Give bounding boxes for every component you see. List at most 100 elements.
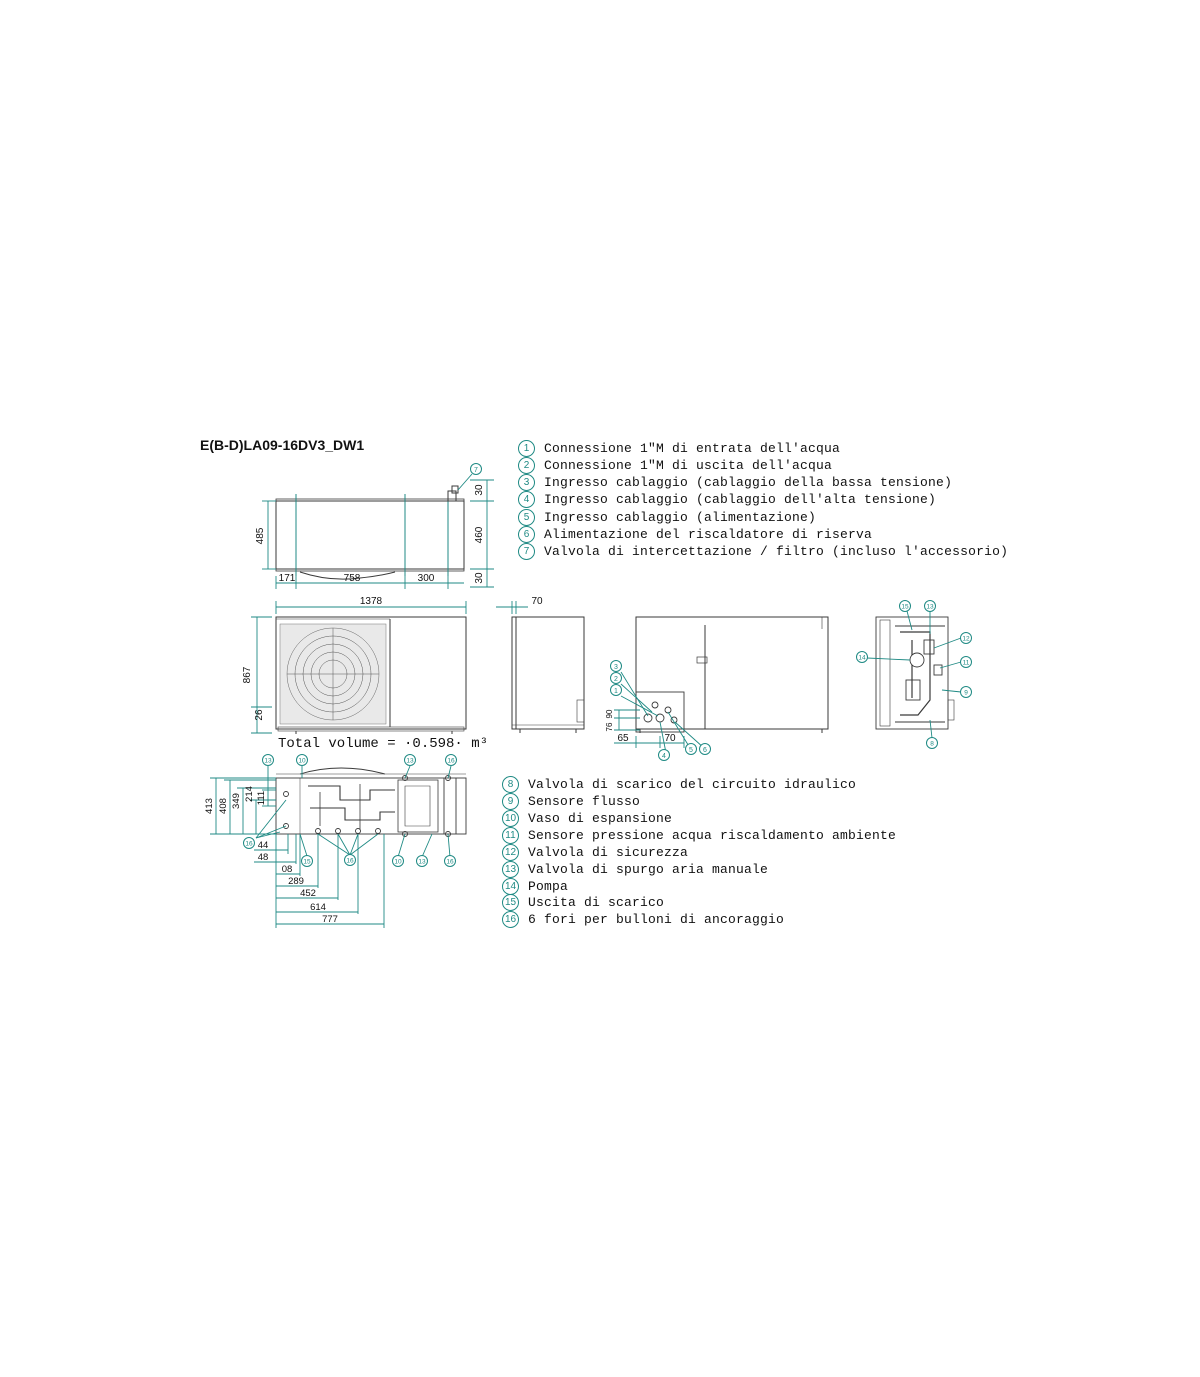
dim-08: 08 [282,864,293,875]
legend-number: 13 [502,861,519,878]
back-view [635,616,829,733]
dim-413: 413 [204,798,215,814]
legend-item: 5 Ingresso cablaggio (alimentazione) [518,509,816,526]
legend-item: 9 Sensore flusso [502,793,640,810]
legend-item: 16 6 fori per bulloni di ancoraggio [502,911,784,928]
callout-hyd-14: 14 [858,655,866,662]
callout-bottom-15: 15 [303,859,311,866]
dim-614: 614 [310,902,326,913]
dim-214: 214 [244,786,255,802]
callout-bottom-10a: 10 [298,758,306,765]
legend-number: 16 [502,911,519,928]
callout-detail-5: 5 [689,747,693,754]
model-title: E(B-D)LA09-16DV3_DW1 [200,437,365,453]
callout-bottom-13c: 13 [418,859,426,866]
legend-item: 1 Connessione 1"M di entrata dell'acqua [518,440,840,457]
legend-text: Vaso di espansione [528,811,673,826]
dim-485: 485 [255,527,266,544]
legend-number: 4 [518,491,535,508]
fan-grille [279,623,387,725]
side-view-dimensions [496,601,528,614]
callout-hyd-13: 13 [926,604,934,611]
callout-bottom-16c: 16 [346,858,354,865]
callout-hyd-8: 8 [930,741,934,748]
hydraulic-view [875,616,955,730]
legend-number: 7 [518,543,535,560]
legend-text: Sensore flusso [528,794,641,809]
legend-text: Connessione 1"M di entrata dell'acqua [544,441,841,456]
dim-460: 460 [474,526,485,543]
dim-70-detail: 70 [664,733,676,744]
legend-text: Valvola di intercettazione / filtro (inc… [544,544,1009,559]
dim-111: 111 [256,791,267,805]
legend-item: 10 Vaso di espansione [502,810,672,827]
callout-detail-6: 6 [703,747,707,754]
legend-text: Sensore pressione acqua riscaldamento am… [528,828,897,843]
legend-item: 6 Alimentazione del riscaldatore di riser… [518,526,872,543]
legend-text: Alimentazione del riscaldatore di riserv… [544,527,873,542]
legend-text: Ingresso cablaggio (alimentazione) [544,510,817,525]
callout-bottom-13a: 13 [264,758,272,765]
legend-number: 6 [518,526,535,543]
dim-90: 90 [605,709,614,718]
legend-number: 5 [518,509,535,526]
callout-hyd-15: 15 [901,604,909,611]
callout-hyd-12: 12 [962,636,970,643]
callout-bottom-16b: 16 [245,841,253,848]
dim-48: 48 [258,852,269,863]
callout-bottom-16d: 16 [446,859,454,866]
bottom-view-dimensions [210,765,452,928]
dim-76: 76 [605,722,614,731]
callout-hyd-11: 11 [963,660,970,667]
hydraulic-leaders [866,610,962,739]
legend-number: 2 [518,457,535,474]
legend-text: Pompa [528,879,569,894]
side-view [511,616,585,733]
callout-detail-4: 4 [662,753,666,760]
dim-30-bottom: 30 [474,572,485,584]
callout-bottom-10b: 10 [394,859,402,866]
front-view-dimensions [251,601,467,734]
dim-289: 289 [288,876,304,887]
dim-867: 867 [242,666,253,683]
callout-top-7: 7 [474,467,478,474]
detail-dimensions [614,671,705,754]
front-view [275,616,467,734]
legend-item: 7 Valvola di intercettazione / filtro (in… [518,543,1008,560]
legend-number: 12 [502,844,519,861]
dim-65: 65 [617,733,629,744]
callout-circle [470,463,482,475]
dim-26: 26 [254,709,265,721]
legend-number: 1 [518,440,535,457]
callout-hyd-9: 9 [964,690,968,697]
legend-number: 10 [502,810,519,827]
dim-1378: 1378 [360,596,383,607]
legend-text: Valvola di spurgo aria manuale [528,862,769,877]
top-view [275,485,465,580]
dim-408: 408 [218,798,229,814]
dim-171: 171 [279,573,296,584]
dim-300: 300 [418,573,435,584]
top-view-dimensions [262,473,494,589]
legend-text: Ingresso cablaggio (cablaggio della bass… [544,475,953,490]
legend-text: 6 fori per bulloni di ancoraggio [528,912,785,927]
total-volume: Total volume = ·0.598· m³ [278,736,489,752]
legend-item: 2 Connessione 1"M di uscita dell'acqua [518,457,832,474]
callout-detail-1: 1 [614,688,618,695]
legend-text: Connessione 1"M di uscita dell'acqua [544,458,833,473]
legend-item: 3 Ingresso cablaggio (cablaggio della bas… [518,474,952,491]
legend-number: 3 [518,474,535,491]
legend-number: 15 [502,894,519,911]
legend-number: 9 [502,793,519,810]
dim-758: 758 [344,573,361,584]
dim-70-side: 70 [531,596,543,607]
callout-detail-3: 3 [614,664,618,671]
